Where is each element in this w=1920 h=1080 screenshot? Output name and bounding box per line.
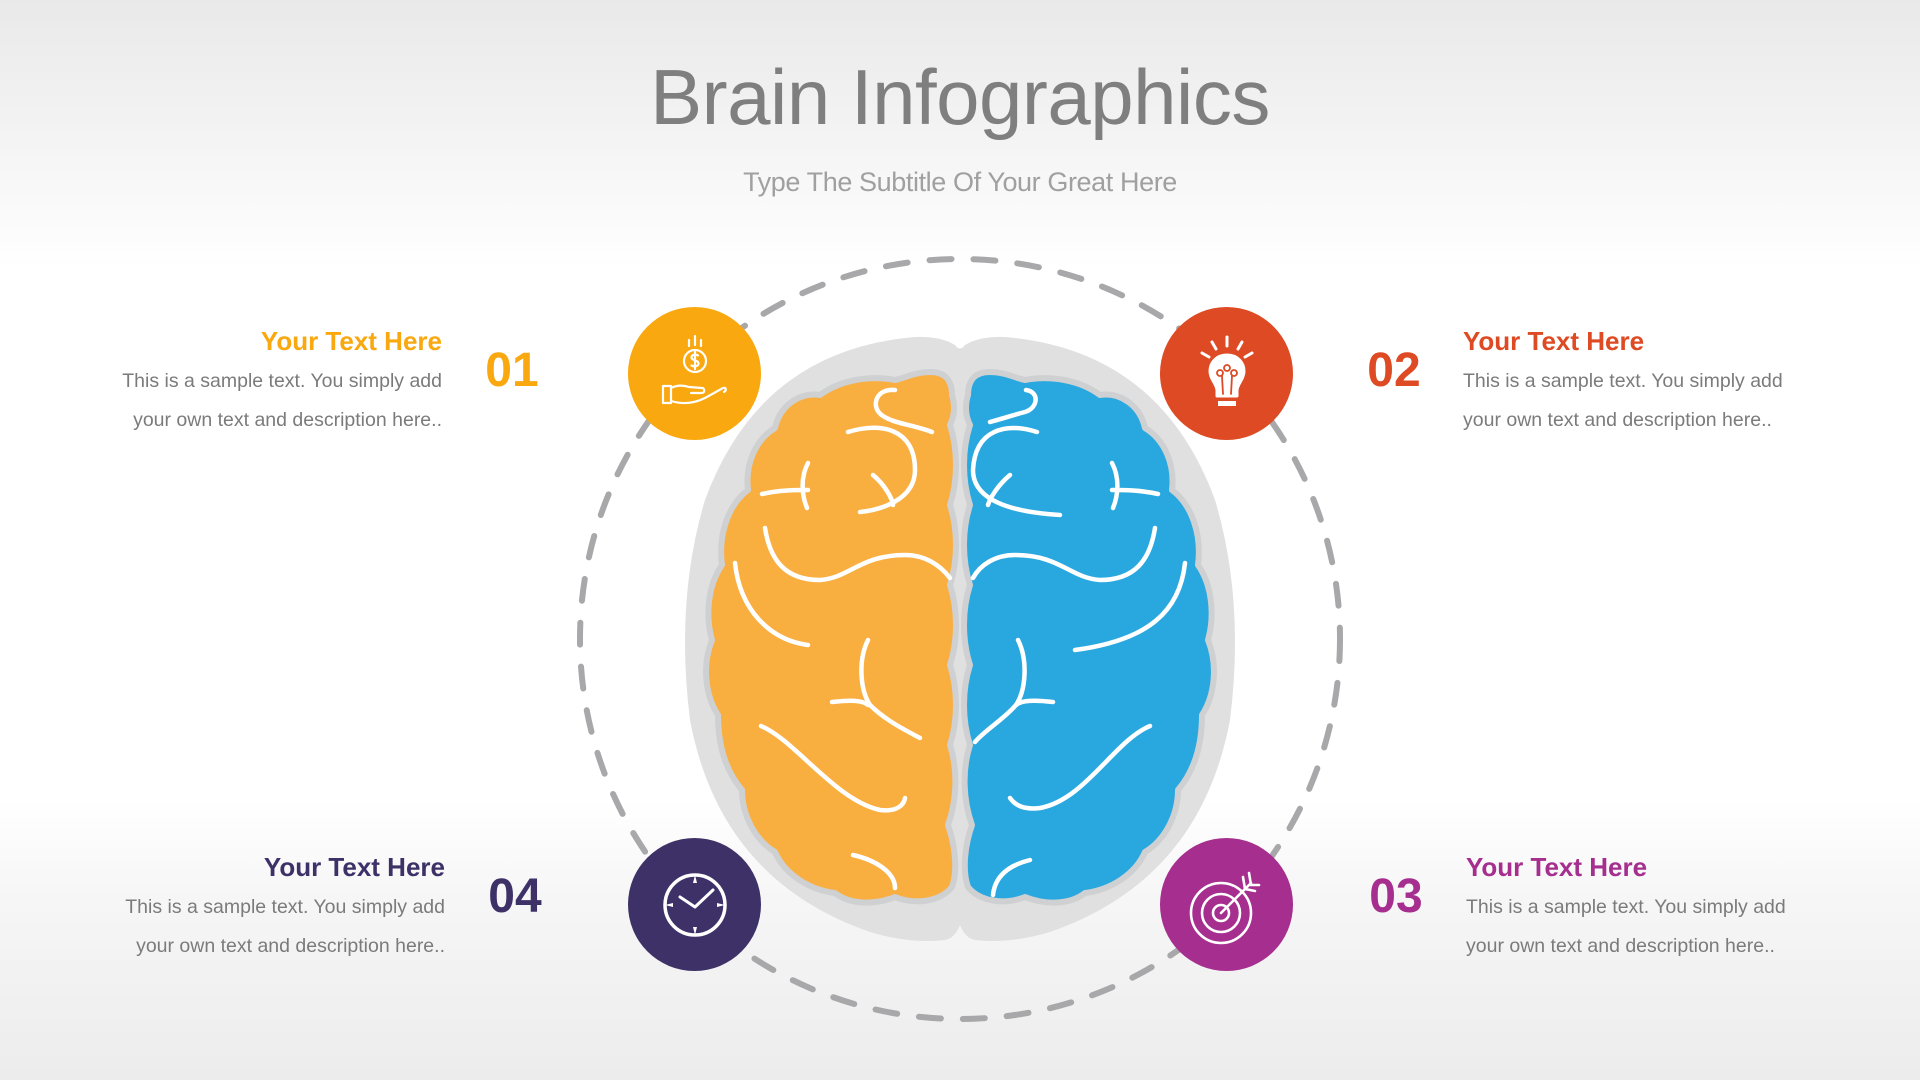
- item-02-body-line2: your own text and description here..: [1463, 409, 1772, 431]
- item-01-body-line1: This is a sample text. You simply add: [122, 370, 442, 392]
- item-04-body: This is a sample text. You simply add yo…: [25, 888, 445, 966]
- item-04-heading: Your Text Here: [263, 852, 445, 882]
- item-01: Your Text Here This is a sample text. Yo…: [22, 326, 442, 440]
- dashed-ring: [577, 256, 1343, 1022]
- brain-left-hemisphere: [703, 369, 959, 906]
- badge-02: [1160, 307, 1293, 440]
- page-subtitle: Type The Subtitle Of Your Great Here: [743, 167, 1177, 197]
- brain-right-hemisphere: [961, 369, 1217, 906]
- lightbulb-icon: [1200, 335, 1253, 406]
- item-04-body-line1: This is a sample text. You simply add: [125, 896, 445, 918]
- item-02-body: This is a sample text. You simply add yo…: [1463, 362, 1883, 440]
- item-03-body-line1: This is a sample text. You simply add: [1466, 896, 1786, 918]
- item-01-body: This is a sample text. You simply add yo…: [22, 362, 442, 440]
- item-02: Your Text Here This is a sample text. Yo…: [1463, 326, 1883, 440]
- money-hand-icon: [661, 334, 727, 404]
- item-01-body-line2: your own text and description here..: [133, 409, 442, 431]
- item-03-heading: Your Text Here: [1466, 852, 1648, 882]
- badge-01: [628, 307, 761, 440]
- item-01-heading: Your Text Here: [260, 326, 442, 356]
- item-04-body-line2: your own text and description here..: [136, 935, 445, 957]
- item-02-body-line1: This is a sample text. You simply add: [1463, 370, 1783, 392]
- item-02-heading: Your Text Here: [1463, 326, 1645, 356]
- badge-03: [1160, 838, 1293, 971]
- item-04: Your Text Here This is a sample text. Yo…: [25, 852, 445, 966]
- item-04-number: 04: [488, 870, 542, 923]
- badge-04: [628, 838, 761, 971]
- item-03-body-line2: your own text and description here..: [1466, 935, 1775, 957]
- item-01-number: 01: [485, 344, 539, 397]
- page-title: Brain Infographics: [650, 53, 1270, 141]
- item-03: Your Text Here This is a sample text. Yo…: [1466, 852, 1886, 966]
- clock-icon: [662, 872, 727, 937]
- item-03-body: This is a sample text. You simply add yo…: [1466, 888, 1886, 966]
- target-arrow-icon: [1189, 871, 1260, 944]
- item-02-number: 02: [1367, 344, 1421, 397]
- item-03-number: 03: [1369, 870, 1423, 923]
